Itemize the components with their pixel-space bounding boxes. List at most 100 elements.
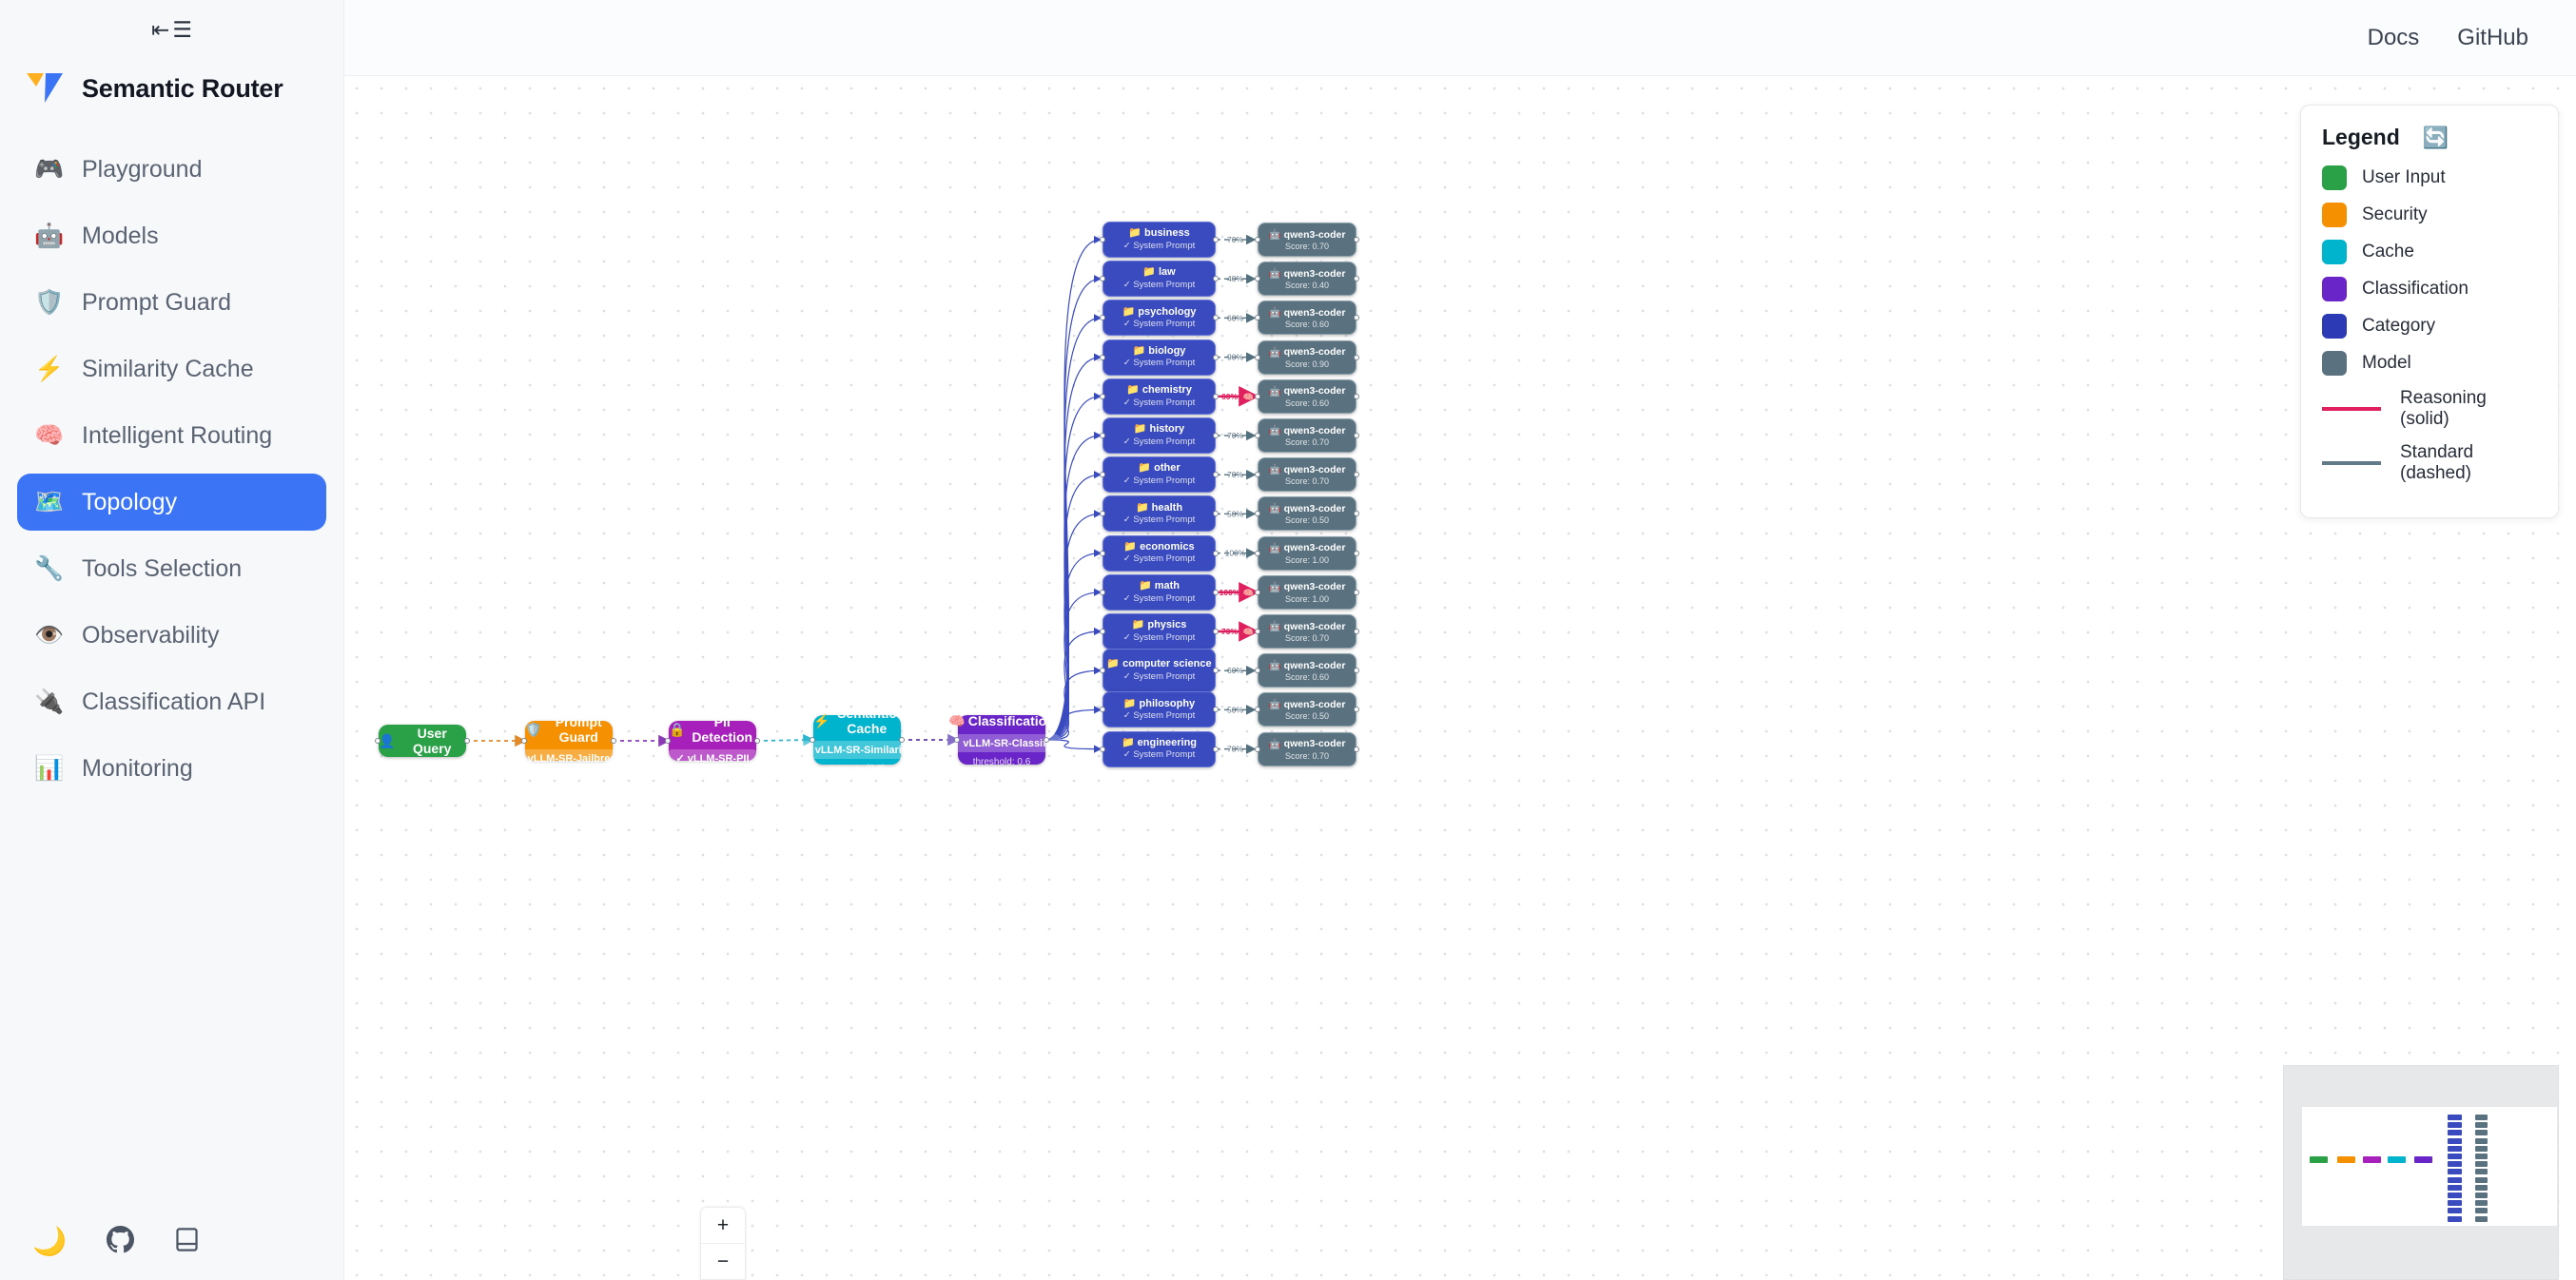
node-label: computer science (1122, 658, 1212, 670)
node-category-law[interactable]: 📁law✓ System Prompt (1100, 261, 1219, 298)
collapse-sidebar-icon[interactable]: ⇤☰ (151, 18, 192, 41)
node-port-left (1100, 315, 1105, 321)
dark-mode-toggle-icon[interactable]: 🌙 (32, 1226, 68, 1257)
node-category-health[interactable]: 📁health✓ System Prompt (1100, 495, 1219, 533)
node-category-chemistry[interactable]: 📁chemistry✓ System Prompt (1100, 378, 1219, 415)
minimap-node (2448, 1215, 2462, 1222)
node-prompt-guard[interactable]: 🛡️Prompt Guard✓ vLLM-SR-Jailbreak (507, 714, 631, 767)
node-category-business[interactable]: 📁business✓ System Prompt (1100, 222, 1219, 258)
node-title: 🔒PII Detection (669, 714, 756, 745)
edge-label: 70% (1227, 745, 1243, 754)
prompt-guard-icon: 🛡️ (34, 288, 65, 316)
sidebar-item-similarity-cache[interactable]: ⚡Similarity Cache (17, 340, 326, 398)
sidebar-item-intelligent-routing[interactable]: 🧠Intelligent Routing (17, 407, 326, 464)
minimap-node (2363, 1156, 2381, 1163)
minimap-node (2448, 1176, 2462, 1183)
sidebar-item-prompt-guard[interactable]: 🛡️Prompt Guard (17, 274, 326, 331)
node-category-math[interactable]: 📁math✓ System Prompt (1100, 573, 1219, 611)
brand-title: Semantic Router (82, 73, 283, 103)
node-port-left (1100, 354, 1105, 360)
refresh-icon[interactable]: 🔄 (2422, 125, 2449, 149)
brand[interactable]: Semantic Router (0, 59, 343, 118)
sidebar-item-label: Observability (82, 621, 220, 649)
node-meta: ✓ System Prompt (1122, 319, 1196, 330)
similarity-cache-icon: ⚡ (34, 355, 65, 382)
node-category-physics[interactable]: 📁physics✓ System Prompt (1100, 613, 1219, 650)
node-pii-detection[interactable]: 🔒PII Detection✓ vLLM-SR-PII (665, 714, 760, 767)
node-category-engineering[interactable]: 📁engineering✓ System Prompt (1100, 730, 1219, 767)
zoom-out-button[interactable]: − (701, 1244, 745, 1280)
flow-edge (755, 733, 815, 747)
node-category-other[interactable]: 📁other✓ System Prompt (1100, 456, 1219, 494)
edge-label: 50% (1227, 509, 1243, 518)
sidebar-item-tools-selection[interactable]: 🔧Tools Selection (17, 540, 326, 597)
node-label: math (1154, 580, 1180, 592)
robot-icon: 🤖 (1268, 268, 1281, 281)
node-category-computer-science[interactable]: 📁computer science✓ System Prompt (1100, 649, 1219, 693)
legend-label: Standard (dashed) (2400, 442, 2474, 483)
node-port-right (1213, 668, 1219, 674)
node-title: 📁philosophy (1123, 697, 1196, 710)
node-model-chip: ✓ vLLM-SR-Similarity (794, 741, 920, 759)
sidebar-item-playground[interactable]: 🎮Playground (17, 141, 326, 198)
node-user-query[interactable]: 👤User Query (375, 725, 470, 757)
node-title: ⚡Semantic Cache (813, 706, 901, 736)
minimap[interactable] (2283, 1065, 2559, 1280)
zoom-in-button[interactable]: + (701, 1208, 745, 1244)
github-icon[interactable] (107, 1225, 135, 1259)
topology-icon: 🗺️ (34, 488, 65, 515)
docs-book-icon[interactable] (174, 1226, 200, 1259)
node-model-chip: ✓ vLLM-SR-Jailbreak (507, 749, 631, 767)
legend-item-security: Security (2322, 203, 2537, 227)
legend-label: Cache (2362, 242, 2414, 262)
sidebar-item-models[interactable]: 🤖Models (17, 207, 326, 264)
sidebar-item-observability[interactable]: 👁️Observability (17, 607, 326, 664)
minimap-node (2337, 1156, 2355, 1163)
node-category-history[interactable]: 📁history✓ System Prompt (1100, 417, 1219, 454)
node-meta: ✓ System Prompt (1122, 475, 1196, 486)
minimap-node (2475, 1208, 2488, 1214)
node-label: qwen3-coder (1283, 698, 1346, 710)
node-category-psychology[interactable]: 📁psychology✓ System Prompt (1100, 300, 1219, 337)
minimap-node (2475, 1122, 2488, 1129)
node-port-left (1255, 472, 1260, 478)
node-model-chip: ✓ vLLM-SR-Classify (943, 733, 1061, 752)
sidebar-item-monitoring[interactable]: 📊Monitoring (17, 740, 326, 797)
topbar: Docs GitHub (344, 0, 2576, 76)
node-title: 🤖qwen3-coder (1269, 659, 1346, 672)
edge-label: 70% (1227, 431, 1243, 440)
sidebar-item-classification-api[interactable]: 🔌Classification API (17, 673, 326, 730)
node-title: 🤖qwen3-coder (1269, 581, 1346, 593)
node-category-biology[interactable]: 📁biology✓ System Prompt (1100, 339, 1219, 376)
node-category-philosophy[interactable]: 📁philosophy✓ System Prompt (1100, 691, 1219, 728)
legend-swatch-icon (2322, 277, 2347, 301)
node-category-economics[interactable]: 📁economics✓ System Prompt (1100, 534, 1219, 572)
minimap-node (2448, 1208, 2462, 1214)
topbar-link-docs[interactable]: Docs (2367, 24, 2420, 50)
sidebar-item-label: Topology (82, 488, 178, 515)
robot-icon: 🤖 (1268, 229, 1281, 241)
node-label: engineering (1137, 736, 1198, 748)
topology-canvas[interactable]: 70%40%60%90%60%🧠70%70%50%100%100%🧠70%🧠60… (344, 76, 2576, 1280)
node-label: psychology (1138, 305, 1197, 318)
node-label: philosophy (1139, 697, 1196, 709)
sidebar-item-topology[interactable]: 🗺️ Topology (17, 474, 326, 531)
topbar-link-github[interactable]: GitHub (2457, 24, 2528, 50)
